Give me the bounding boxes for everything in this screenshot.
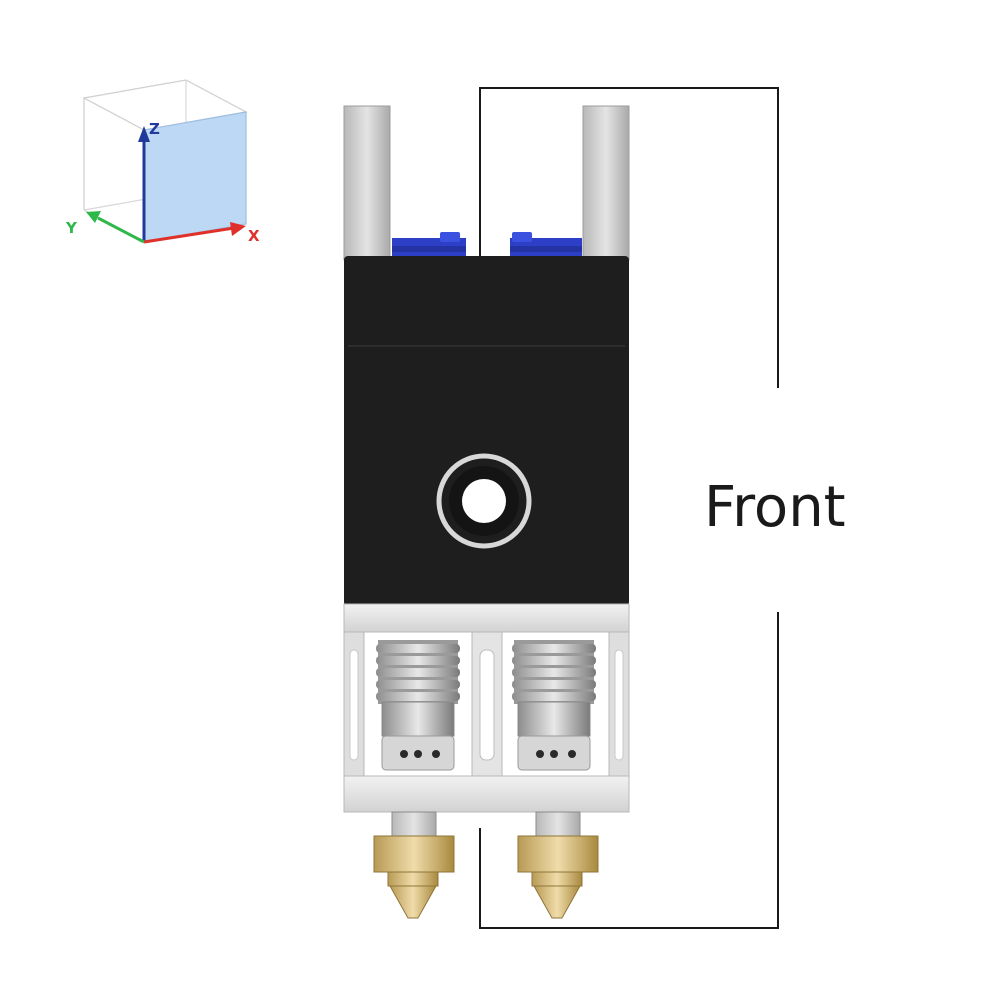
x-axis-label: X (248, 227, 260, 245)
x-axis-arrow (230, 222, 246, 236)
axes-widget: Z X Y (65, 79, 260, 245)
right-nozzle (517, 835, 599, 919)
right-spring (512, 640, 596, 771)
z-axis-arrow (138, 126, 150, 142)
hotend-body (344, 256, 629, 606)
dimension-bracket (479, 87, 779, 929)
heatsink-frame (343, 603, 630, 813)
y-axis-arrow (86, 211, 101, 223)
left-nozzle (373, 835, 455, 919)
y-axis-label: Y (65, 219, 78, 237)
right-rod (582, 105, 630, 261)
bracket-top (479, 87, 779, 388)
right-clip (510, 232, 582, 258)
left-spring (376, 640, 460, 771)
y-axis (97, 216, 145, 244)
left-clip (392, 232, 466, 258)
right-heatbreak (535, 811, 581, 839)
hotend-assembly (343, 105, 630, 919)
x-axis (143, 226, 235, 244)
front-label: Front (704, 475, 846, 540)
mount-hole (462, 479, 506, 523)
left-heatbreak (391, 811, 437, 839)
left-rod (343, 105, 391, 261)
z-axis-label: Z (149, 120, 160, 138)
bracket-bottom (479, 612, 779, 929)
